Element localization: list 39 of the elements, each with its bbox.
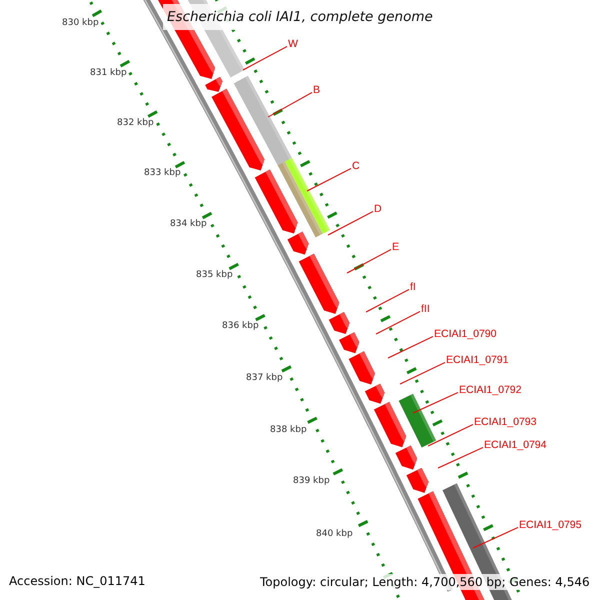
accession-text: Accession: NC_011741 (9, 574, 146, 588)
leader-line (428, 424, 474, 446)
leader-line (306, 168, 352, 192)
gene-label: B (313, 84, 320, 96)
leader-line (366, 288, 410, 312)
position-label: 835 kbp (196, 270, 233, 280)
position-label: 833 kbp (144, 168, 181, 178)
position-label: 839 kbp (293, 476, 330, 486)
gene-label: C (352, 160, 360, 172)
leader-line (268, 92, 312, 118)
leader-line (472, 526, 518, 548)
gene-label: W (288, 38, 298, 50)
gene-label: fI (410, 281, 416, 293)
position-label: 830 kbp (62, 18, 99, 28)
position-label: 838 kbp (270, 425, 307, 435)
leader-line (400, 362, 446, 384)
position-label: 837 kbp (246, 373, 283, 383)
gene-label: ECIAI1_0793 (474, 416, 536, 428)
gene-label: D (374, 203, 382, 215)
leader-line (438, 446, 484, 468)
position-label: 832 kbp (117, 118, 154, 128)
position-label: 840 kbp (316, 529, 353, 539)
gene-label: fII (421, 303, 430, 315)
gene-label: ECIAI1_0792 (459, 384, 522, 396)
leader-line (346, 248, 392, 274)
genome-summary-text: Topology: circular; Length: 4,700,560 bp; Genes: 4,546 (258, 574, 592, 590)
gene-label: ECIAI1_0795 (519, 519, 582, 531)
position-label: 831 kbp (90, 68, 127, 78)
leader-line (412, 392, 458, 414)
position-label: 836 kbp (222, 321, 259, 331)
position-label: 834 kbp (170, 219, 207, 229)
leader-line (376, 310, 420, 334)
leader-line (242, 46, 288, 70)
leader-line (388, 336, 434, 358)
gene-label: E (392, 241, 400, 253)
gene-label: ECIAI1_0794 (484, 439, 546, 451)
leader-line (328, 210, 374, 236)
gene-label: ECIAI1_0790 (434, 328, 496, 340)
gene-label: ECIAI1_0791 (446, 354, 508, 366)
